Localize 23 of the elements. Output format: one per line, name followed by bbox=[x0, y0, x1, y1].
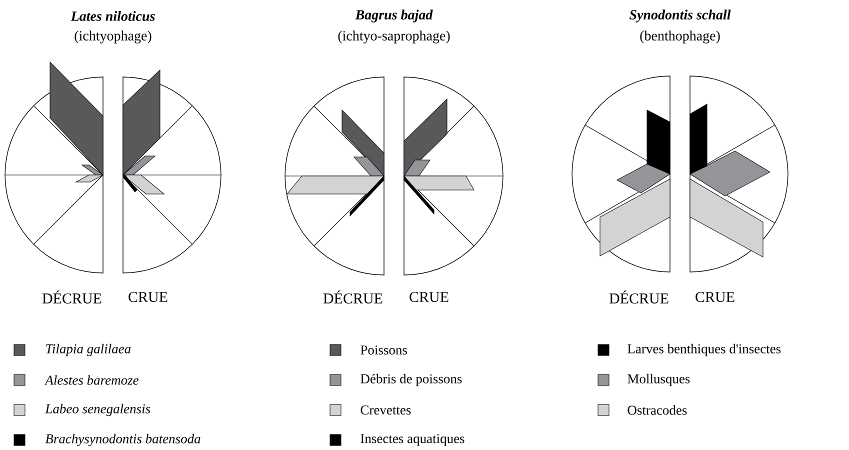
legend-label: Mollusques bbox=[628, 374, 690, 386]
species-name: Bagrus bajad bbox=[355, 10, 433, 22]
legend-label: Débris de poissons bbox=[360, 374, 462, 386]
season-label: DÉCRUE bbox=[42, 290, 102, 304]
season-label: DÉCRUE bbox=[609, 290, 668, 304]
legend-label: Ostracodes bbox=[628, 405, 687, 415]
season-label: CRUE bbox=[410, 292, 448, 302]
season-label: DÉCRUE bbox=[323, 290, 382, 304]
legend-label: Crevettes bbox=[360, 405, 411, 415]
legend-label: Larves benthiques d'insectes bbox=[628, 344, 781, 356]
legend-label: Brachysynodontis batensoda bbox=[45, 434, 200, 446]
legend-label: Poissons bbox=[360, 345, 407, 355]
species-name: Synodontis schall bbox=[630, 10, 731, 22]
season-label: CRUE bbox=[696, 292, 734, 302]
legend-label: Tilapia galilaea bbox=[46, 344, 131, 356]
species-name: Lates niloticus bbox=[70, 11, 155, 21]
diet-type: (ichtyophage) bbox=[74, 30, 152, 44]
legend-label: Insectes aquatiques bbox=[360, 434, 464, 446]
diet-type: (benthophage) bbox=[640, 30, 720, 44]
legend-label: Alestes baremoze bbox=[44, 375, 138, 385]
diet-type: (ichtyo-saprophage) bbox=[338, 30, 450, 44]
legend-label: Labeo senegalensis bbox=[45, 404, 150, 416]
season-label: CRUE bbox=[128, 292, 168, 302]
